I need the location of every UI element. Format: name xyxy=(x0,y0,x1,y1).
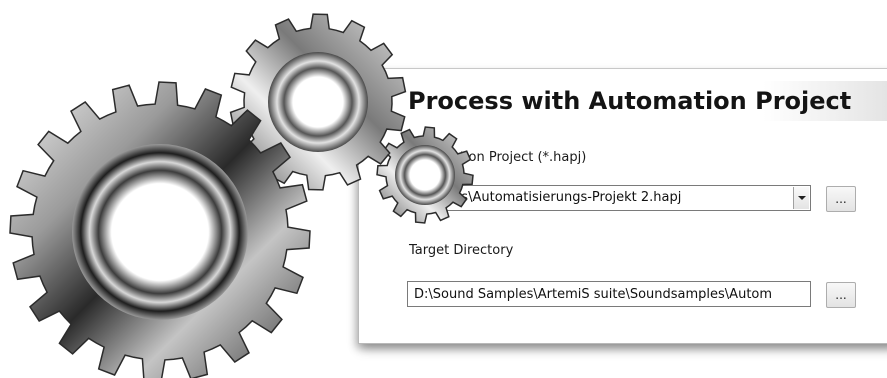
automation-project-browse-button[interactable]: ... xyxy=(826,186,856,212)
dialog-title: Process with Automation Project xyxy=(408,81,887,121)
medium-gear-icon-hub xyxy=(268,52,368,152)
automation-project-value: B:\Users\Automatisierungs-Projekt 2.hapj xyxy=(414,190,682,205)
dropdown-arrow-icon[interactable] xyxy=(793,187,809,209)
automation-dialog: Process with Automation Project Automati… xyxy=(358,68,887,344)
target-directory-label: Target Directory xyxy=(409,243,514,258)
target-directory-input[interactable] xyxy=(407,281,811,307)
target-directory-browse-button[interactable]: ... xyxy=(826,282,856,308)
large-gear-icon-body xyxy=(9,81,311,378)
automation-project-combobox[interactable]: B:\Users\Automatisierungs-Projekt 2.hapj xyxy=(407,185,811,211)
automation-project-label: Automation Project (*.hapj) xyxy=(409,150,587,165)
large-gear-icon-hub xyxy=(72,144,248,320)
large-gear-icon xyxy=(9,81,311,378)
